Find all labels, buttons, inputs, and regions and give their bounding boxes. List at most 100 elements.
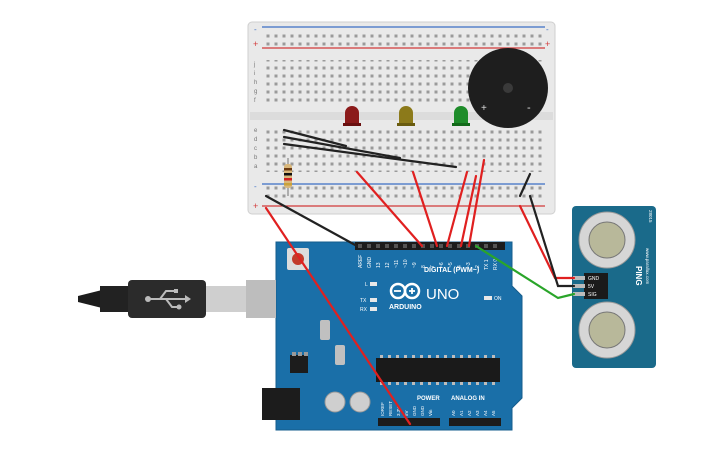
led-yellow[interactable] — [397, 106, 415, 126]
sensor-pin-header — [584, 273, 608, 299]
pin-label: 7 — [430, 265, 436, 268]
dc-power-jack[interactable] — [262, 388, 300, 420]
pin-label: 13 — [376, 262, 382, 268]
sensor-part-number: 28015 — [648, 210, 653, 223]
wire-black-buzzer-gnd[interactable] — [518, 172, 532, 198]
crystal — [335, 345, 345, 365]
pin-label: 8 — [421, 265, 427, 268]
analog-pin-label: A4 — [483, 410, 488, 416]
resistor-band — [284, 178, 292, 181]
wire-black[interactable] — [282, 142, 458, 169]
tx-led — [370, 298, 377, 302]
wire-black-gnd[interactable] — [264, 194, 359, 248]
pin-label: ~5 — [448, 262, 454, 268]
piezo-buzzer[interactable]: + - — [468, 48, 548, 128]
pin-label: ~3 — [466, 262, 472, 268]
usb-port — [246, 280, 276, 318]
led-green-bulb — [454, 106, 468, 124]
pin-label: TX 1 — [484, 259, 490, 270]
row-letter: h — [254, 80, 257, 86]
wire-black-sensor-gnd[interactable] — [528, 194, 576, 288]
power-pin-label: IOREF — [380, 402, 385, 416]
led-red-bulb — [345, 106, 359, 124]
analog-pin-label: A5 — [491, 410, 496, 416]
l-led-label: L — [365, 282, 368, 288]
arduino-logo — [389, 282, 421, 300]
power-pin-label: Vin — [428, 409, 433, 416]
top-power-rail — [264, 30, 544, 46]
pin-label: ~6 — [439, 262, 445, 268]
wire-red-5v[interactable] — [264, 206, 412, 426]
wire-black[interactable] — [282, 128, 348, 148]
usb-cable-boot — [100, 286, 130, 312]
led-green[interactable] — [452, 106, 470, 126]
sensor-pin-5v: 5V — [588, 284, 595, 290]
bottom-rail-minus-label: - — [254, 182, 257, 191]
crystal — [320, 320, 330, 340]
analog-header-strip — [449, 418, 501, 426]
pin-label: ~10 — [403, 259, 409, 268]
row-letter: b — [254, 155, 258, 161]
wire-red-sensor-power[interactable] — [518, 204, 576, 280]
wire-black[interactable] — [282, 135, 402, 160]
pin-label: ~11 — [394, 260, 400, 268]
analog-header-label: ANALOG IN — [451, 396, 485, 402]
bottom-rail-plus-label: + — [253, 201, 258, 211]
rx-led-label: RX — [360, 307, 368, 313]
chip-pins — [380, 355, 495, 385]
voltage-regulator — [290, 355, 308, 373]
pin-label: 4 — [457, 265, 463, 268]
wire-red-signal[interactable] — [445, 170, 469, 248]
wire-red-signal[interactable] — [355, 170, 424, 248]
sensor-pin-sig: SIG — [588, 292, 597, 298]
usb-icon — [145, 289, 191, 310]
power-pin-label: GND — [420, 405, 425, 416]
on-led — [484, 296, 492, 300]
pin-label: 12 — [385, 262, 391, 268]
on-led-label: ON — [494, 296, 502, 302]
l-led — [370, 282, 377, 286]
led-green-base — [452, 123, 470, 126]
power-pin-label: RESET — [388, 401, 393, 416]
arduino-uno[interactable]: AREF GND 13 12 ~11 ~10 ~9 8 7 ~6 ~5 4 ~3… — [262, 241, 523, 431]
ultrasonic-sensor[interactable]: GND 5V SIG PING www.parallax.com 28015 — [572, 206, 656, 368]
analog-pin-label: A2 — [467, 410, 472, 416]
microcontroller-chip — [376, 358, 500, 382]
pin-label: 2 — [475, 265, 481, 268]
wire-green-signal[interactable] — [474, 244, 576, 300]
wire-red-signal[interactable] — [411, 170, 439, 248]
sensor-transducer-bottom-inner — [588, 311, 626, 349]
bottom-power-rail — [264, 186, 544, 202]
pin-label: RX 0 — [493, 259, 499, 270]
resistor-band — [284, 183, 292, 186]
resistor-band — [284, 168, 292, 171]
row-letter: d — [254, 137, 257, 143]
usb-b-connector — [206, 286, 246, 312]
board-model-label: UNO — [426, 286, 459, 303]
sensor-name: PING — [634, 266, 643, 286]
led-red[interactable] — [343, 106, 361, 126]
row-letter: a — [254, 164, 258, 170]
usb-cable[interactable] — [78, 280, 276, 318]
buzzer-minus-label: - — [527, 102, 531, 114]
sensor-transducer-top-inner — [588, 221, 626, 259]
top-rail-plus-label-right: + — [545, 39, 550, 49]
pin-label: AREF — [358, 255, 364, 268]
row-letter: e — [254, 128, 258, 134]
buzzer-center — [503, 83, 513, 93]
terminal-strip-bottom — [264, 126, 544, 172]
row-letter: g — [254, 89, 257, 95]
capacitor — [324, 391, 346, 413]
capacitor — [349, 391, 371, 413]
analog-pin-label: A3 — [475, 410, 480, 416]
wire-red-signal[interactable] — [459, 174, 478, 248]
arduino-logo-text: ARDUINO — [389, 304, 422, 311]
usb-cable-strain-relief — [78, 290, 102, 308]
top-rail-minus-label-right: - — [546, 25, 549, 34]
buzzer-plus-label: + — [481, 103, 487, 114]
power-pin-label: 5V — [404, 410, 409, 416]
tx-led-label: TX — [360, 298, 367, 304]
sensor-website: www.parallax.com — [645, 248, 650, 285]
wire-red-signal[interactable] — [467, 158, 486, 248]
resistor[interactable] — [284, 158, 292, 196]
